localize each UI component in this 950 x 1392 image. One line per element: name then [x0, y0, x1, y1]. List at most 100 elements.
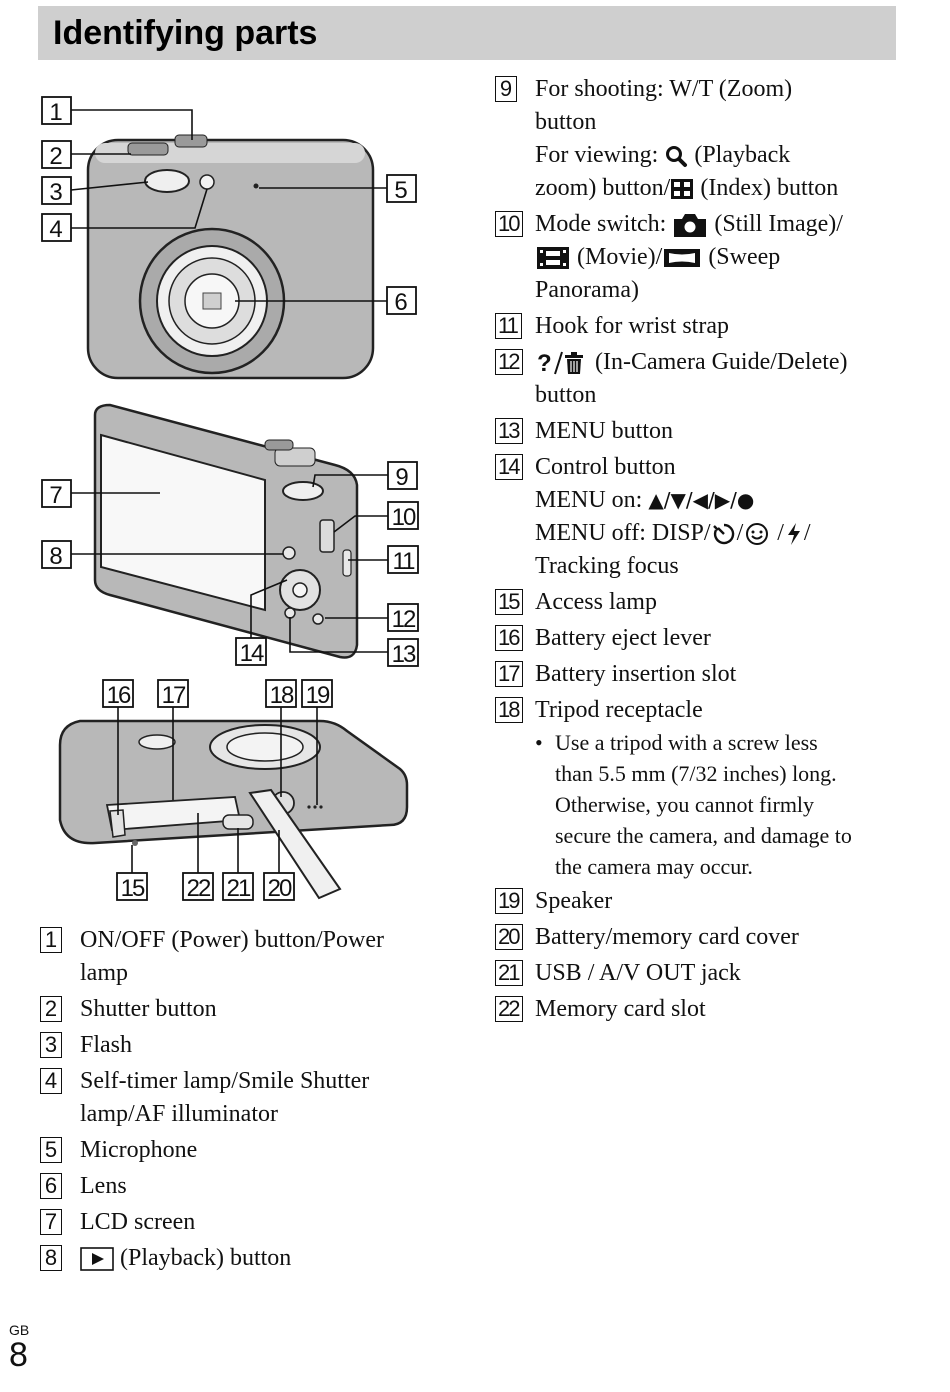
svg-text:7: 7	[49, 482, 62, 509]
item-number: 20	[495, 924, 524, 950]
index-icon	[671, 179, 694, 200]
list-item: 13 MENU button	[495, 415, 925, 448]
svg-text:22: 22	[187, 875, 211, 902]
svg-text:15: 15	[121, 875, 145, 902]
self-timer-icon	[712, 524, 734, 545]
callout-7: 7	[41, 479, 72, 509]
svg-text:9: 9	[395, 464, 408, 491]
item-number: 19	[495, 888, 524, 914]
callout-13: 13	[387, 638, 419, 668]
svg-text:12: 12	[392, 606, 416, 633]
callout-2: 2	[41, 140, 72, 170]
callout-5: 5	[386, 174, 417, 204]
smile-icon	[746, 523, 769, 546]
list-item: 4 Self-timer lamp/Smile Shutter lamp/AF …	[40, 1065, 450, 1131]
item-number: 4	[40, 1068, 62, 1094]
callout-10: 10	[387, 501, 419, 531]
camera-bottom-view	[58, 719, 409, 900]
list-item: 15 Access lamp	[495, 586, 925, 619]
list-item: 11 Hook for wrist strap	[495, 310, 925, 343]
svg-text:16: 16	[107, 682, 131, 709]
list-item: 17 Battery insertion slot	[495, 658, 925, 691]
list-item: 2 Shutter button	[40, 993, 450, 1026]
item-number: 16	[495, 625, 524, 651]
item-number: 18	[495, 697, 524, 723]
sweep-panorama-icon	[664, 249, 701, 268]
guide-delete-icon: ?	[537, 350, 583, 377]
item-number: 3	[40, 1032, 62, 1058]
svg-text:13: 13	[392, 641, 416, 668]
item-number: 7	[40, 1209, 62, 1235]
callout-18: 18	[265, 679, 297, 709]
item-number: 17	[495, 661, 524, 687]
section-header: Identifying parts	[38, 6, 896, 60]
camera-parts-figure: .cb { fill:#fff; stroke:#111; stroke-wid…	[41, 96, 419, 902]
item-number: 8	[40, 1245, 62, 1271]
callout-15: 15	[116, 872, 148, 902]
item-number: 12	[495, 349, 524, 375]
list-item: 3 Flash	[40, 1029, 450, 1062]
list-item: 19 Speaker	[495, 885, 925, 918]
list-item: 8 (Playback) button	[40, 1242, 450, 1275]
item-number: 6	[40, 1173, 62, 1199]
item-number: 11	[495, 313, 522, 339]
callout-9: 9	[387, 461, 418, 491]
list-item: 14 Control button MENU on: ▲/▼/◀/▶/● MEN…	[495, 451, 925, 583]
svg-text:4: 4	[49, 216, 62, 243]
callout-20: 20	[263, 872, 295, 902]
svg-text:18: 18	[270, 682, 294, 709]
item-number: 9	[495, 76, 517, 102]
callout-1: 1	[41, 96, 72, 126]
svg-text:14: 14	[240, 640, 264, 667]
svg-text:20: 20	[268, 875, 292, 902]
list-item: 18 Tripod receptacle • Use a tripod with…	[495, 694, 925, 882]
callout-6: 6	[386, 286, 417, 316]
item-number: 14	[495, 454, 524, 480]
callout-19: 19	[301, 679, 333, 709]
callout-21: 21	[222, 872, 254, 902]
callout-14: 14	[235, 637, 267, 667]
svg-text:10: 10	[392, 504, 416, 531]
svg-text:2: 2	[49, 143, 62, 170]
callout-16: 16	[102, 679, 134, 709]
direction-arrows: ▲/▼/◀/▶/●	[648, 488, 755, 512]
movie-icon	[537, 247, 569, 270]
flash-icon	[787, 523, 800, 546]
camera-back-view	[93, 403, 359, 659]
svg-text:21: 21	[227, 875, 251, 902]
parts-list-right: 9 For shooting: W/T (Zoom) button For vi…	[495, 73, 925, 1029]
svg-text:3: 3	[49, 179, 62, 206]
callout-8: 8	[41, 540, 72, 570]
item-number: 5	[40, 1137, 62, 1163]
tripod-note: • Use a tripod with a screw less than 5.…	[535, 730, 852, 879]
callout-11: 11	[387, 545, 419, 575]
playback-zoom-icon	[666, 146, 688, 168]
item-number: 22	[495, 996, 524, 1022]
svg-text:?: ?	[537, 350, 552, 377]
parts-list-left: 1 ON/OFF (Power) button/Power lamp 2 Shu…	[40, 924, 450, 1278]
callout-17: 17	[157, 679, 189, 709]
list-item: 21 USB / A/V OUT jack	[495, 957, 925, 990]
list-item: 12 ? (In-Camera Guide/Delete) button	[495, 346, 925, 412]
svg-text:8: 8	[49, 543, 62, 570]
list-item: 16 Battery eject lever	[495, 622, 925, 655]
list-item: 20 Battery/memory card cover	[495, 921, 925, 954]
region-code: GB	[9, 1322, 30, 1338]
list-item: 10 Mode switch: (Still Image)/ (Movie)/ …	[495, 208, 925, 307]
callout-22: 22	[182, 872, 214, 902]
camera-front-view	[86, 134, 375, 380]
list-item: 9 For shooting: W/T (Zoom) button For vi…	[495, 73, 925, 205]
still-image-icon	[674, 214, 707, 238]
callout-4: 4	[41, 213, 72, 243]
list-item: 5 Microphone	[40, 1134, 450, 1167]
item-number: 2	[40, 996, 62, 1022]
page-footer: GB 8	[9, 1322, 29, 1372]
item-number: 1	[40, 927, 62, 953]
svg-text:19: 19	[306, 682, 330, 709]
svg-text:11: 11	[393, 548, 416, 575]
list-item: 22 Memory card slot	[495, 993, 925, 1026]
page-number: 8	[9, 1336, 28, 1374]
svg-text:17: 17	[162, 682, 186, 709]
callout-3: 3	[41, 176, 72, 206]
svg-text:5: 5	[394, 177, 407, 204]
